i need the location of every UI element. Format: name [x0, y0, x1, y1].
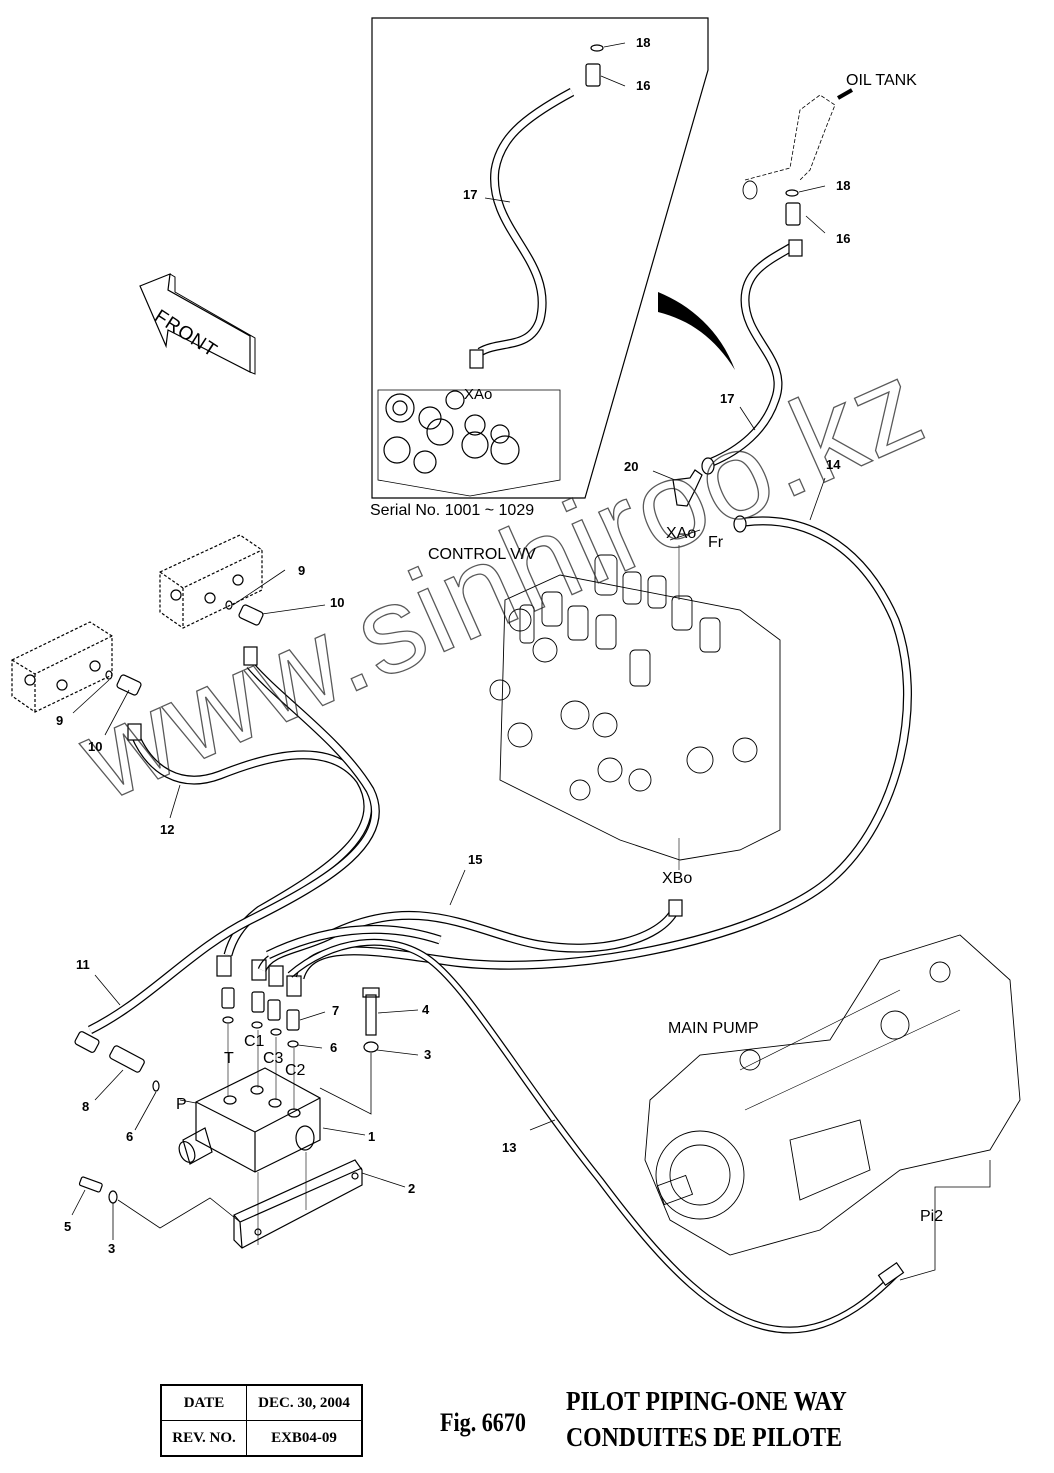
port-fr: Fr: [708, 534, 724, 551]
inset-frame: [371, 17, 709, 499]
callout-tee-10b: 10: [88, 739, 103, 754]
port-p: P: [176, 1096, 187, 1113]
callout-elbow-20: 20: [624, 459, 639, 474]
callout-bolt-5: 5: [64, 1219, 72, 1234]
callout-hose-12: 12: [160, 822, 175, 837]
oring-6b: [152, 1080, 160, 1092]
callout-oring-9a: 9: [298, 563, 306, 578]
callout-hose-14: 14: [826, 457, 841, 472]
callout-oring-9b: 9: [56, 713, 64, 728]
oil-tank-label: OIL TANK: [846, 72, 917, 89]
main-pump-body: [644, 934, 1021, 1281]
tee-10b: [116, 674, 142, 696]
callout-inset-18: 18: [636, 35, 651, 50]
control-valve-label: CONTROL V/V: [428, 546, 536, 563]
callout-hose-11: 11: [76, 957, 90, 972]
figure-number: Fig. 6670: [440, 1408, 526, 1437]
date-key: DATE: [160, 1384, 247, 1421]
inset-valve-cluster: [377, 389, 561, 497]
rotation-arrow: [658, 292, 735, 370]
leader-lines: [71, 42, 826, 1240]
date-value: DEC. 30, 2004: [246, 1384, 363, 1421]
callout-hose-13: 13: [502, 1140, 517, 1155]
port-xbo: XBo: [662, 870, 693, 887]
bolt-5: [78, 1176, 103, 1193]
oring-9a: [225, 600, 233, 610]
port-c1: C1: [244, 1033, 265, 1050]
inset-oring-18: [590, 44, 604, 52]
callout-inset-17: 17: [463, 187, 478, 202]
elbow-20: [672, 469, 703, 507]
callout-tank-16: 16: [836, 231, 851, 246]
pilot-block-1: [178, 1067, 321, 1173]
port-xao-inset: XAo: [464, 386, 493, 403]
revision-info-table: DATE DEC. 30, 2004 REV. NO. EXB04-09: [160, 1384, 363, 1457]
port-xao: XAo: [666, 525, 697, 542]
main-pump-label: MAIN PUMP: [668, 1020, 759, 1037]
callout-washer-3a: 3: [424, 1047, 432, 1062]
port-t: T: [224, 1050, 234, 1067]
washer-3a: [363, 1041, 379, 1053]
rev-value: EXB04-09: [246, 1420, 363, 1457]
front-arrow-shape: [139, 273, 251, 373]
tee-10a: [238, 604, 264, 626]
inset-hose-17: [477, 88, 575, 357]
bracket-2: [233, 1159, 363, 1249]
callout-hose-15: 15: [468, 852, 483, 867]
port-c3: C3: [263, 1050, 284, 1067]
figure-title-fr: CONDUITES DE PILOTE: [566, 1422, 842, 1452]
oring-9b: [105, 670, 113, 680]
manifold-block-upper: [159, 534, 263, 629]
callout-tee-10a: 10: [330, 595, 345, 610]
block-fittings: [216, 955, 302, 1110]
tank-tee-16: [785, 202, 801, 226]
callout-inset-16: 16: [636, 78, 651, 93]
bolt-4: [365, 994, 377, 1036]
washer-3b: [108, 1190, 118, 1204]
callout-bolt-4: 4: [422, 1002, 430, 1017]
rev-row: REV. NO. EXB04-09: [160, 1420, 363, 1457]
inset-caption: Serial No. 1001 ~ 1029: [370, 502, 535, 519]
tank-oring-18: [785, 189, 799, 197]
figure-title-en: PILOT PIPING-ONE WAY: [566, 1386, 847, 1416]
port-pi2: Pi2: [920, 1208, 944, 1225]
adapter-8: [109, 1045, 145, 1073]
inset-tee-16: [585, 63, 601, 87]
callout-oring-6b: 6: [126, 1129, 134, 1144]
callout-tank-18: 18: [836, 178, 851, 193]
callout-hose-17: 17: [720, 391, 735, 406]
control-valve-body: [489, 545, 781, 870]
callout-adapter-7: 7: [332, 1003, 340, 1018]
callout-oring-6a: 6: [330, 1040, 338, 1055]
callout-block-1: 1: [368, 1129, 376, 1144]
oil-tank-pipe: [744, 94, 836, 181]
rev-key: REV. NO.: [160, 1420, 247, 1457]
date-row: DATE DEC. 30, 2004: [160, 1384, 363, 1421]
port-c2: C2: [285, 1062, 306, 1079]
callout-bracket-2: 2: [408, 1181, 416, 1196]
callout-washer-3b: 3: [108, 1241, 116, 1256]
callout-adapter-8: 8: [82, 1099, 90, 1114]
